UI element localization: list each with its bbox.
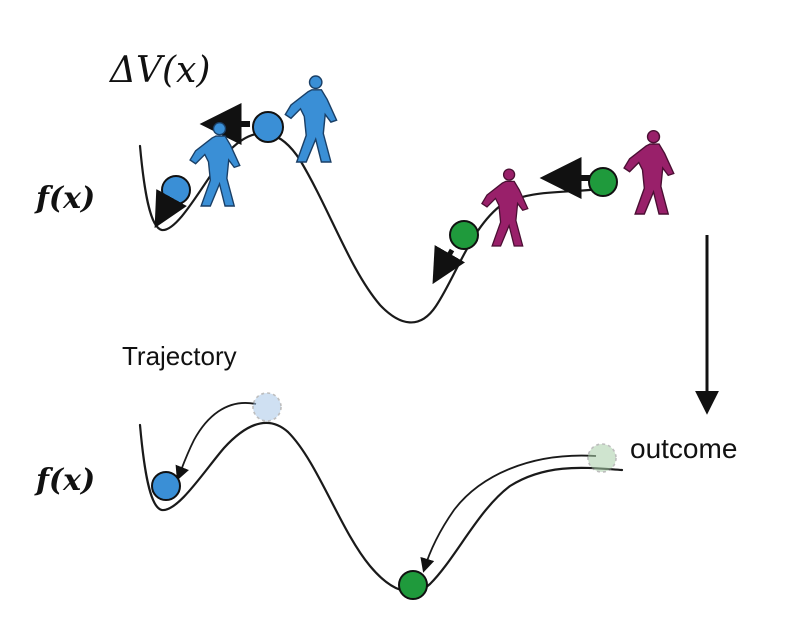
push-figure-magenta-1 (481, 168, 529, 247)
bottom-panel: Trajectory outcome f(x) (34, 341, 737, 600)
arrow-blue-down (154, 189, 187, 229)
ball-blue-peak (252, 111, 284, 143)
trajectory-green (420, 454, 597, 573)
ball-green-slope (449, 220, 479, 250)
fx-label-top: f(x) (34, 181, 95, 216)
ball-green-final (398, 570, 428, 600)
push-figure-magenta-2 (623, 130, 675, 215)
ball-green-right (588, 167, 618, 197)
ball-blue-final (151, 471, 181, 501)
trajectory-label: Trajectory (122, 341, 237, 371)
ghost-ball-blue (252, 392, 282, 422)
trajectory-blue (175, 402, 257, 481)
fx-label-bottom: f(x) (34, 463, 95, 498)
outcome-label: outcome (630, 433, 737, 464)
ball-blue-slope (161, 175, 191, 205)
delta-v-label: ΔV(x) (108, 50, 210, 91)
top-panel: ΔV(x) f(x) (34, 50, 675, 324)
ghost-ball-green (587, 443, 617, 473)
arrow-green-down (432, 245, 466, 285)
energy-landscape-bottom (138, 421, 624, 593)
